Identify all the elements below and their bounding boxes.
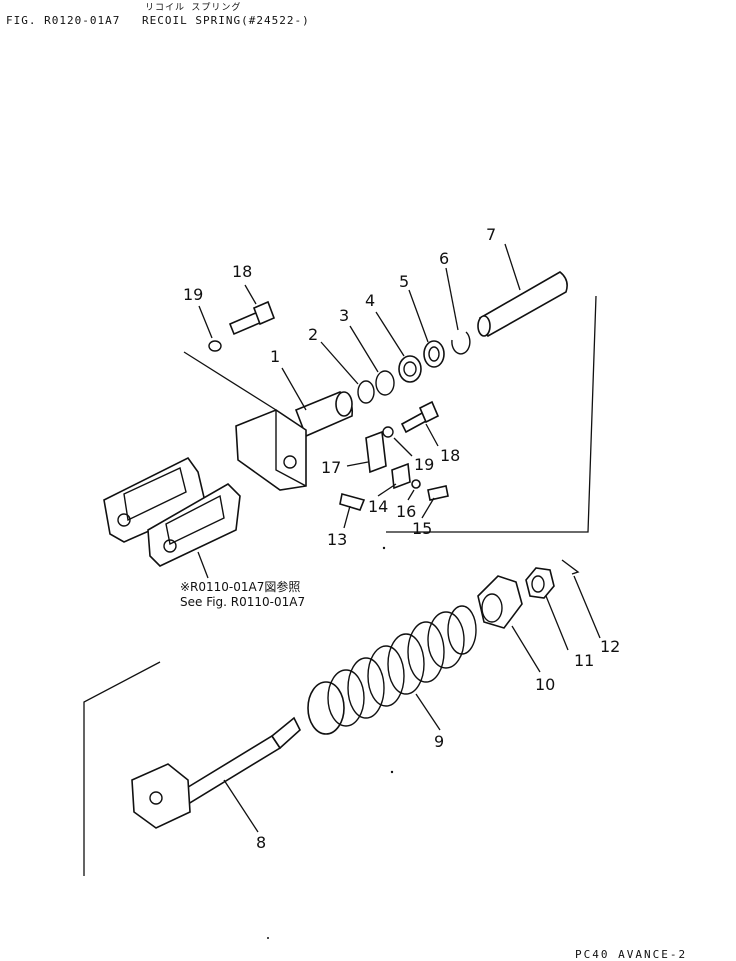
callout-14: 14	[368, 497, 388, 516]
part-11-nut	[525, 567, 555, 599]
callout-19-upper: 19	[183, 285, 203, 304]
part-8-rod	[131, 716, 301, 829]
callout-4: 4	[365, 291, 375, 310]
part-18-bolt-upper	[228, 300, 276, 336]
callout-15: 15	[412, 519, 432, 538]
reference-note-english: See Fig. R0110-01A7	[180, 595, 306, 609]
callout-13: 13	[327, 530, 347, 549]
figure-number: FIG. R0120-01A7	[6, 14, 121, 27]
part-17-bracket	[365, 430, 387, 474]
scan-dot	[267, 937, 269, 939]
callout-19-lower: 19	[414, 455, 434, 474]
callout-10: 10	[535, 675, 555, 694]
footer-model: PC40 AVANCE-2	[575, 948, 688, 961]
scan-dot	[382, 546, 386, 550]
part-14-plate	[391, 462, 411, 490]
part-16-nut	[411, 479, 421, 489]
figure-title: RECOIL SPRING(#24522-)	[142, 14, 310, 27]
callout-1: 1	[270, 347, 280, 366]
part-5-seal	[423, 340, 445, 368]
callout-5: 5	[399, 272, 409, 291]
part-7-rod	[477, 271, 568, 338]
part-9-spring	[307, 605, 477, 735]
part-3-ring	[375, 370, 395, 396]
part-1-cylinder	[235, 391, 354, 491]
callout-8: 8	[256, 833, 266, 852]
part-2-ring	[357, 380, 375, 404]
reference-note-japanese: ※R0110-01A7図参照	[180, 580, 301, 594]
frame-line-right	[386, 295, 597, 533]
part-13-grease-fitting	[339, 493, 366, 511]
callout-17: 17	[321, 458, 341, 477]
part-4-bushing	[398, 355, 422, 383]
reference-note: ※R0110-01A7図参照 See Fig. R0110-01A7	[180, 580, 305, 610]
part-12-cotter-pin	[561, 559, 580, 575]
callout-6: 6	[439, 249, 449, 268]
part-15-bolt	[427, 485, 449, 501]
part-10-hex-nut	[477, 575, 523, 629]
scan-dot	[390, 770, 394, 774]
callout-2: 2	[308, 325, 318, 344]
callout-3: 3	[339, 306, 349, 325]
callout-18-lower: 18	[440, 446, 460, 465]
part-6-snap-ring	[451, 331, 471, 355]
frame-line-lower	[83, 661, 161, 876]
callout-12: 12	[600, 637, 620, 656]
callout-11: 11	[574, 651, 594, 670]
header-japanese-title: リコイル スプリング	[145, 3, 242, 13]
callout-7: 7	[486, 225, 496, 244]
track-frame-reference	[103, 456, 241, 567]
callout-18-upper: 18	[232, 262, 252, 281]
callout-16: 16	[396, 502, 416, 521]
part-18-bolt-lower	[400, 400, 440, 434]
callout-9: 9	[434, 732, 444, 751]
part-19-washer-lower	[382, 426, 394, 438]
part-19-washer-upper	[208, 340, 222, 352]
